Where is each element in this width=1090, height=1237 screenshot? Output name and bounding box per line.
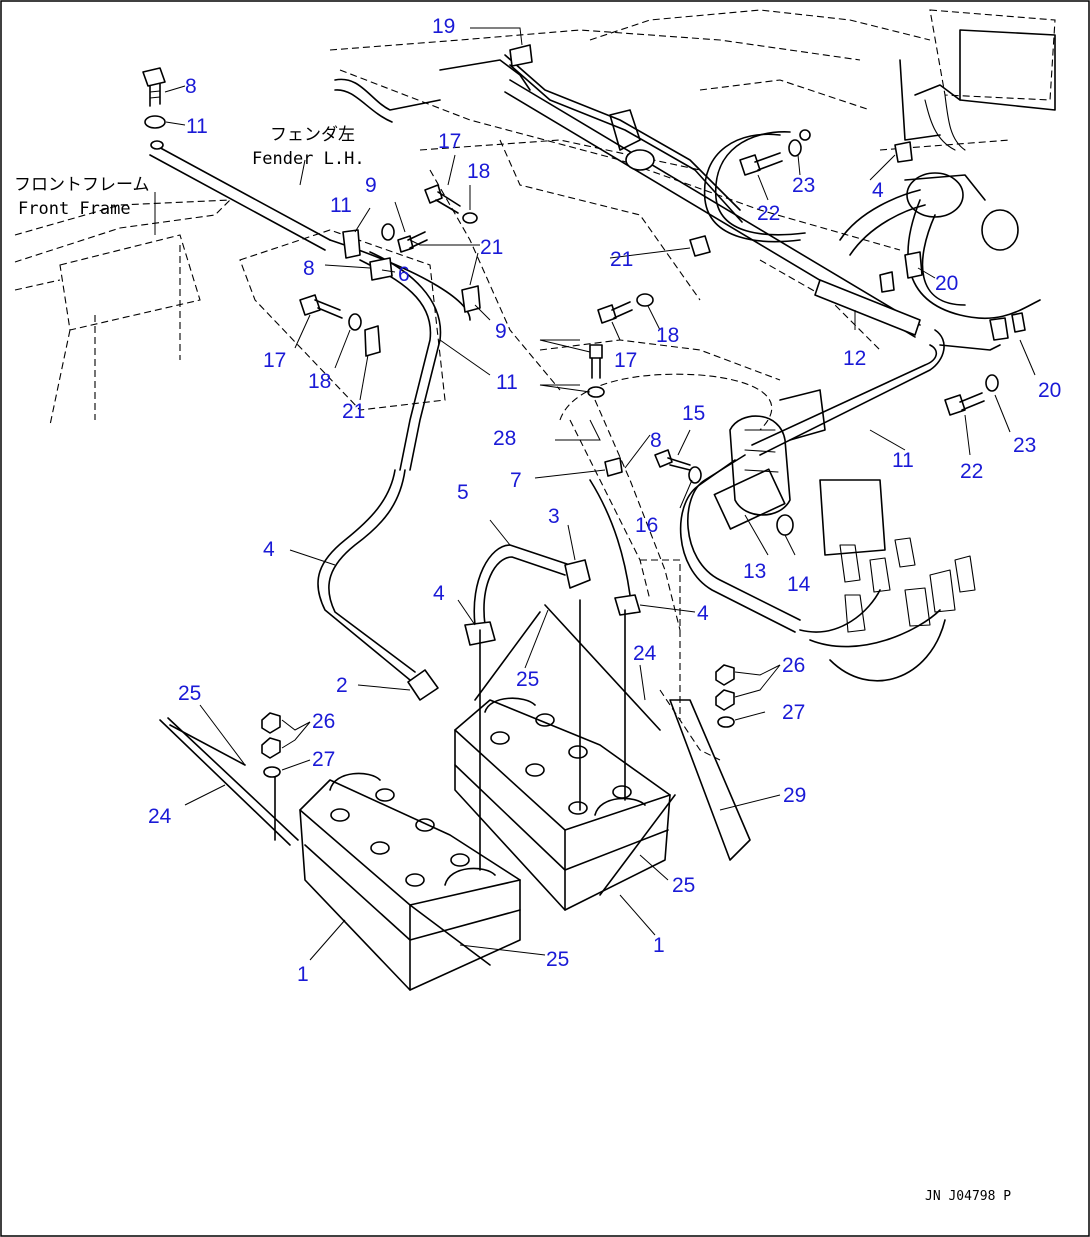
- upper-harness: [334, 44, 743, 223]
- callout-8: 6: [398, 263, 410, 286]
- fender-label-en: Fender L.H.: [252, 149, 365, 169]
- callout-13: 12: [843, 347, 866, 370]
- callout-27: 27: [312, 748, 335, 771]
- callout-25: 25: [546, 948, 569, 971]
- callout-27: 27: [782, 701, 805, 724]
- callout-1: 1: [297, 963, 309, 986]
- front-frame-label-en: Front Frame: [18, 199, 131, 219]
- hold-down-rods: [159, 599, 676, 966]
- callout-7: 5: [457, 481, 469, 504]
- bolts-22-23: [739, 129, 999, 416]
- right-harness: [703, 131, 1041, 351]
- terminal-3: [564, 559, 591, 589]
- callout-4: 4: [697, 602, 709, 625]
- callout-25: 25: [178, 682, 201, 705]
- cable-5: [317, 251, 442, 701]
- bolt-15: [654, 449, 794, 536]
- leader-lines: [154, 27, 1036, 961]
- callout-3: 3: [548, 505, 560, 528]
- callout-25: 25: [516, 668, 539, 691]
- callout-23: 23: [1013, 434, 1036, 457]
- terminal-block: [799, 479, 976, 682]
- terminal-2: [407, 669, 439, 701]
- callout-13: 13: [743, 560, 766, 583]
- callout-1: 1: [653, 934, 665, 957]
- callout-19: 19: [432, 15, 455, 38]
- callout-24: 24: [148, 805, 172, 828]
- callout-20: 20: [935, 272, 958, 295]
- callout-11: 11: [330, 194, 352, 217]
- fender-cable: [149, 144, 471, 321]
- callout-20: 20: [1038, 379, 1061, 402]
- battery-left: [299, 772, 521, 991]
- callout-17: 17: [614, 349, 637, 372]
- bolt-17-mid: [587, 235, 711, 477]
- callout-29: 29: [783, 784, 806, 807]
- fender-label-jp: フェンダ左: [270, 125, 355, 145]
- clamp-19: [509, 44, 533, 67]
- callout-8: 7: [510, 469, 522, 492]
- battery-relay-assembly: [899, 29, 1056, 251]
- callout-10: 8: [185, 75, 197, 98]
- clamps-20: [879, 141, 1026, 341]
- callout-15: 15: [682, 402, 705, 425]
- callout-6: 4: [872, 179, 884, 202]
- callout-22: 22: [757, 202, 780, 225]
- callout-10: 9: [365, 174, 377, 197]
- callout-22: 22: [960, 460, 983, 483]
- front-frame-label-jp: フロントフレーム: [14, 175, 150, 195]
- battery-right: [454, 697, 671, 911]
- callout-9: 8: [303, 257, 315, 280]
- callout-21: 21: [342, 400, 365, 423]
- callout-26: 26: [782, 654, 805, 677]
- callout-18: 18: [308, 370, 331, 393]
- nuts-right: [715, 664, 735, 728]
- callout-18: 18: [467, 160, 490, 183]
- callout-18: 18: [656, 324, 679, 347]
- callout-23: 23: [792, 174, 815, 197]
- bracket-13: [713, 468, 786, 530]
- callout-10: 9: [495, 320, 507, 343]
- callout-11: 11: [496, 371, 518, 394]
- bracket-29: [669, 699, 751, 861]
- callout-21: 21: [480, 236, 503, 259]
- callout-26: 26: [312, 710, 335, 733]
- callout-17: 17: [263, 349, 286, 372]
- callout-12: 11: [892, 449, 914, 472]
- callout-2: 2: [336, 674, 348, 697]
- callout-4: 4: [433, 582, 445, 605]
- drawing-code: JN J04798 P: [925, 1189, 1011, 1204]
- callout-16: 16: [635, 514, 658, 537]
- bracket-13-upper: [814, 279, 921, 336]
- callout-9: 8: [650, 429, 662, 452]
- callout-24: 24: [633, 642, 657, 665]
- terminal-4-right: [614, 594, 641, 616]
- callout-11: 11: [186, 115, 208, 138]
- callout-21: 21: [610, 248, 633, 271]
- bolt-17-left: [299, 184, 481, 357]
- callout-5: 4: [263, 538, 275, 561]
- callout-14: 14: [787, 573, 811, 596]
- cable-12-duct: [504, 79, 945, 633]
- callout-25: 25: [672, 874, 695, 897]
- callout-17: 17: [438, 130, 461, 153]
- cable-28: [559, 373, 773, 431]
- cable-7: [464, 479, 641, 646]
- callout-28: 28: [493, 427, 516, 450]
- bolt-10-top: [142, 67, 166, 150]
- nuts-left: [261, 712, 281, 778]
